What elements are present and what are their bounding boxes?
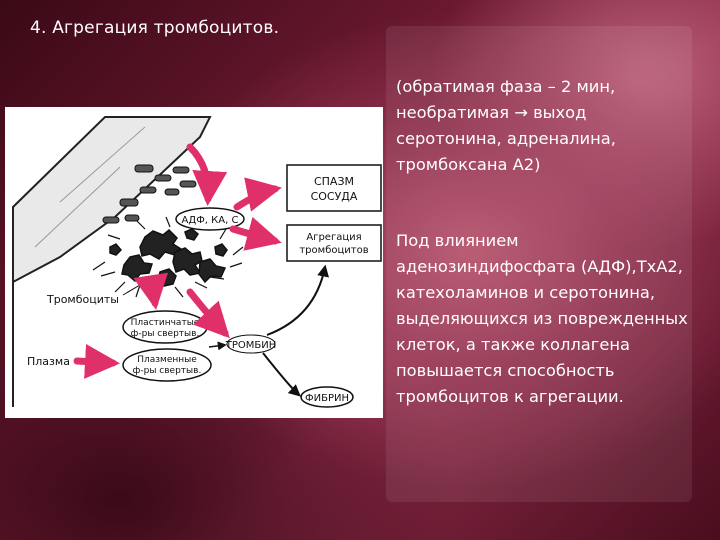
- vessel-wall-inner: [34, 126, 146, 248]
- plasma-factors-oval: [122, 348, 212, 382]
- platelets-pointer: [122, 281, 146, 296]
- spasm-label-2: СОСУДА: [311, 190, 358, 203]
- adp-label: АДФ, КА, С: [182, 215, 239, 226]
- thrombin-to-aggregation-arrow: [266, 264, 329, 336]
- fibrin-oval: [300, 386, 354, 408]
- cluster-to-thrombin-arrow: [186, 288, 230, 339]
- fibrin-label: ФИБРИН: [305, 393, 349, 404]
- pink-arrows: [73, 143, 282, 379]
- aggregation-label-2: тромбоцитов: [299, 245, 368, 256]
- plasma-label: Плазма: [27, 355, 70, 368]
- spasm-box: [286, 164, 382, 212]
- wall-to-adp-arrow: [186, 143, 228, 206]
- factors-to-thrombin-arrow: [208, 341, 227, 351]
- text-panel: [386, 26, 692, 502]
- reversibility-note: (обратимая фаза – 2 мин, необратимая → в…: [396, 77, 616, 174]
- platelet-aggregation-diagram: Тромбоциты Плазма АДФ, КА, С СПАЗМ СОСУД…: [5, 107, 383, 418]
- thrombin-oval: [226, 334, 276, 354]
- thrombin-label: ТРОМБИН: [225, 340, 277, 351]
- plasma-factors-label-2: ф-ры свертыв.: [133, 366, 202, 376]
- cluster-to-plastic-arrow: [133, 272, 169, 310]
- platelet-cluster: [109, 228, 228, 287]
- aggregation-label-1: Агрегация: [306, 232, 361, 243]
- diagram-svg: Тромбоциты Плазма АДФ, КА, С СПАЗМ СОСУД…: [12, 116, 382, 408]
- plastic-factors-label-1: Пластинчатые: [131, 318, 200, 328]
- plasma-factors-label-1: Плазменные: [137, 355, 197, 365]
- slide-title: 4. Агрегация тромбоцитов.: [30, 18, 280, 38]
- adp-to-spasm-arrow: [233, 177, 282, 212]
- platelet-capsules: [102, 164, 197, 224]
- adp-to-aggregation-arrow: [229, 216, 282, 251]
- thrombin-to-fibrin-arrow: [262, 352, 301, 397]
- aggregation-box: [286, 224, 382, 262]
- plasma-to-factors-arrow: [73, 343, 120, 379]
- platelets-label: Тромбоциты: [46, 293, 119, 306]
- plastic-factors-label-2: ф-ры свертыв.: [131, 329, 200, 339]
- spasm-label-1: СПАЗМ: [314, 175, 354, 188]
- aggregation-description: Под влиянием аденозиндифосфата (АДФ),ТхА…: [396, 231, 688, 406]
